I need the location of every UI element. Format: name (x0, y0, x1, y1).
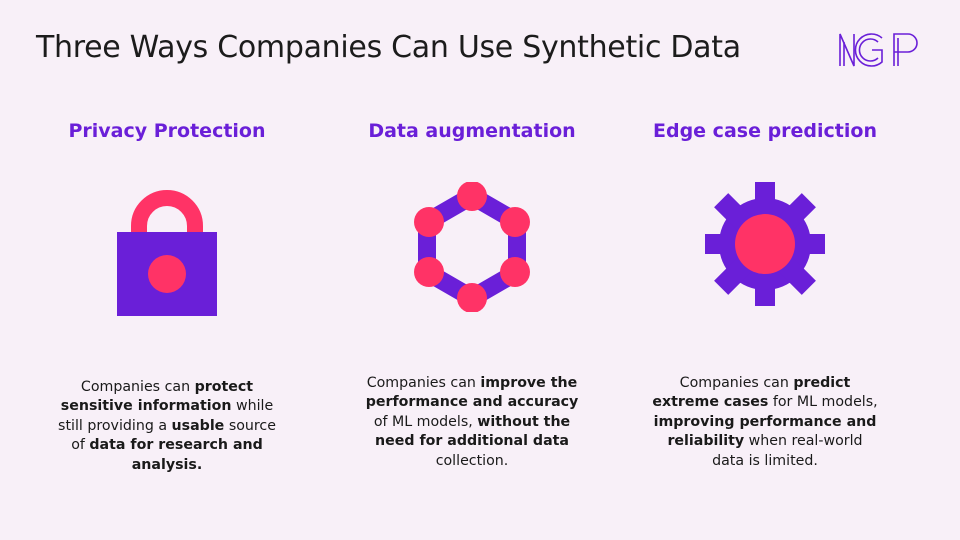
body-text: Companies can (80, 379, 195, 395)
column-body: Companies can predict extreme cases for … (650, 374, 880, 471)
body-emphasis: data for research and analysis. (89, 437, 263, 473)
gear-icon (645, 182, 885, 332)
body-text: Companies can (679, 375, 794, 391)
body-text: collection. (435, 452, 509, 469)
network-hexagon-icon (352, 182, 592, 332)
body-emphasis: without the need for additional data (375, 413, 571, 450)
column-body: Companies can protect sensitive informat… (52, 378, 282, 475)
ngp-logo (839, 33, 918, 67)
column-privacy-protection: Privacy Protection Companies can protect… (47, 120, 287, 475)
body-text: source of (71, 417, 276, 454)
column-edge-case-prediction: Edge case prediction Companies can predi… (645, 120, 885, 471)
body-text: for ML models, (768, 394, 878, 411)
body-text: when real-world data is limited. (712, 433, 863, 469)
body-emphasis: improving performance and reliability (653, 413, 877, 450)
column-body: Companies can improve the performance an… (357, 374, 587, 471)
body-text: Companies can (366, 375, 481, 391)
column-heading: Edge case prediction (653, 120, 877, 142)
column-data-augmentation: Data augmentation Companies can improve … (352, 120, 592, 471)
body-emphasis: predict extreme cases (652, 375, 851, 411)
body-text: of ML models, (373, 413, 478, 430)
lock-icon (47, 186, 287, 336)
column-heading: Privacy Protection (68, 120, 266, 142)
column-heading: Data augmentation (368, 120, 576, 142)
body-text: while still providing a (58, 398, 274, 434)
body-emphasis: protect sensitive information (60, 379, 254, 415)
body-emphasis: improve the performance and accuracy (365, 375, 579, 411)
slide-title: Three Ways Companies Can Use Synthetic D… (36, 30, 741, 65)
body-emphasis: usable (171, 417, 225, 434)
